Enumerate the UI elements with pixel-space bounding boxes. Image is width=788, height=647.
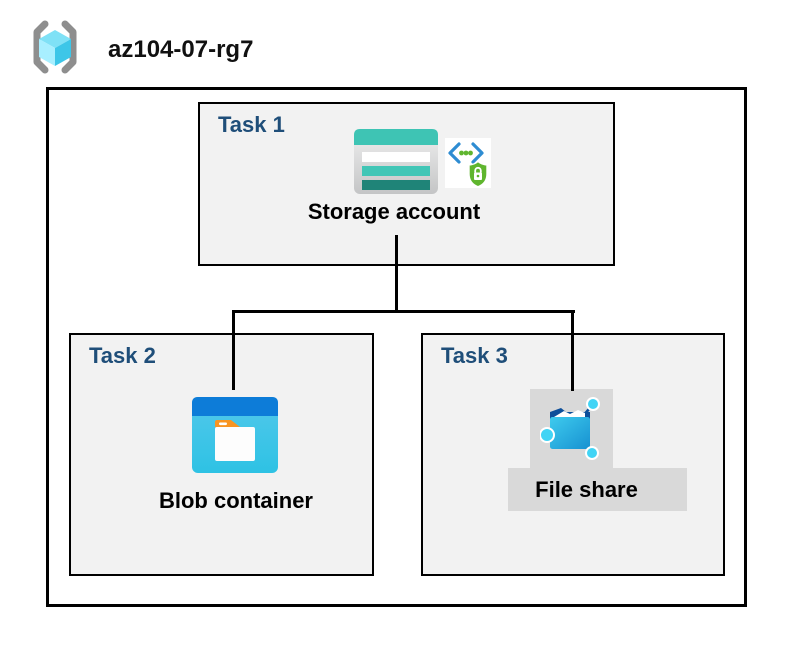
resource-group-icon (33, 20, 77, 74)
task1-label: Task 1 (218, 112, 285, 137)
connector-to-blob (232, 310, 235, 390)
connector-storage-stem (395, 235, 398, 313)
blob-container-icon (192, 397, 278, 473)
storage-account-icon (354, 129, 438, 194)
task2-label: Task 2 (89, 343, 156, 368)
connector-horizontal (232, 310, 575, 313)
task3-label: Task 3 (441, 343, 508, 368)
task1-box: Task 1 (198, 102, 615, 266)
file-share-label-highlight: File share (508, 468, 687, 511)
connector-to-fileshare (571, 310, 574, 391)
resource-group-name: az104-07-rg7 (108, 36, 254, 63)
file-share-icon (540, 397, 600, 460)
blob-container-label: Blob container (158, 488, 313, 513)
shared-access-signature-icon (445, 138, 491, 188)
file-share-label: File share (535, 476, 638, 502)
storage-account-label: Storage account (307, 199, 481, 224)
